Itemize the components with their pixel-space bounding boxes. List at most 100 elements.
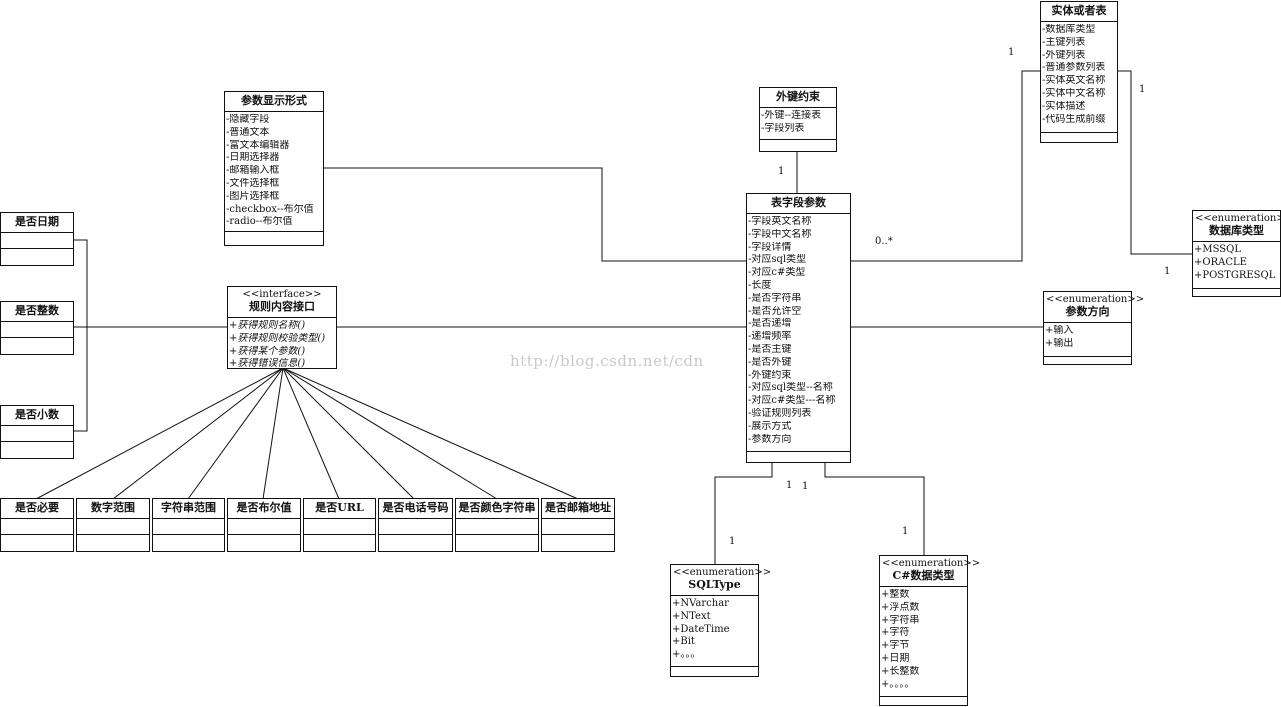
attr-item: -外键约束 bbox=[748, 369, 792, 381]
multiplicity-label: 1 bbox=[778, 166, 785, 177]
attr-item: -是否字符串 bbox=[748, 292, 802, 304]
attr-item: -主键列表 bbox=[1042, 36, 1086, 48]
attr-item: -是否外键 bbox=[748, 356, 792, 368]
attr-list bbox=[1, 322, 73, 338]
attr-item: -对应sql类型 bbox=[748, 254, 807, 266]
class-name: C#数据类型 bbox=[892, 569, 955, 582]
attr-list bbox=[379, 519, 452, 535]
attr-item: -普通参数列表 bbox=[1042, 62, 1106, 74]
class-is-bool: 是否布尔值 bbox=[227, 498, 301, 552]
class-title: <<enumeration>> C#数据类型 bbox=[880, 556, 980, 587]
class-entity-table: 实体或者表 -数据库类型 -主键列表 -外键列表 -普通参数列表 -实体英文名称… bbox=[1040, 1, 1118, 143]
attr-item: +字符 bbox=[881, 627, 910, 639]
attr-list bbox=[77, 519, 149, 535]
class-cs-type: <<enumeration>> C#数据类型 +整数 +浮点数 +字符串 +字符… bbox=[879, 555, 980, 706]
class-is-decimal: 是否小数 bbox=[0, 405, 74, 459]
class-title: 是否整数 bbox=[1, 302, 73, 322]
attr-list bbox=[228, 519, 300, 535]
fan-phone bbox=[282, 367, 415, 500]
class-db-type: <<enumeration>> 数据库类型 +MSSQL +ORACLE +PO… bbox=[1192, 210, 1281, 297]
attr-item: +输出 bbox=[1045, 337, 1074, 349]
attr-item: +。。。。 bbox=[881, 678, 915, 690]
watermark: http://blog.csdn.net/cdn bbox=[510, 352, 704, 370]
class-rule-interface: <<interface>> 规则内容接口 +获得规则名称() +获得规则校验类型… bbox=[227, 286, 337, 369]
attr-item: +MSSQL bbox=[1194, 244, 1241, 255]
attr-item: +POSTGRESQL bbox=[1194, 269, 1276, 281]
class-title: 是否必要 bbox=[1, 499, 73, 519]
class-name: 数据库类型 bbox=[1209, 224, 1264, 237]
multiplicity-label: 0..* bbox=[875, 236, 893, 247]
stereotype: <<enumeration>> bbox=[1195, 213, 1281, 224]
fan-required bbox=[35, 367, 284, 500]
method-item: +获得某个参数() bbox=[229, 345, 306, 357]
attr-item: -是否递增 bbox=[748, 318, 792, 330]
class-is-url: 是否URL bbox=[303, 498, 376, 552]
multiplicity-label: 1 bbox=[902, 526, 909, 537]
attr-item: -实体描述 bbox=[1042, 100, 1086, 112]
attr-item: -radio--布尔值 bbox=[226, 216, 293, 228]
class-title: 是否日期 bbox=[1, 213, 73, 233]
class-sql-type: <<enumeration>> SQLType +NVarchar +NText… bbox=[670, 564, 771, 677]
attr-item: -实体英文名称 bbox=[1042, 75, 1106, 87]
link-date-bracket bbox=[73, 239, 88, 432]
class-title: 是否邮箱地址 bbox=[542, 499, 614, 519]
attr-item: +字符串 bbox=[881, 614, 920, 626]
class-param-direction: <<enumeration>> 参数方向 +输入 +输出 bbox=[1043, 291, 1145, 365]
attr-item: +日期 bbox=[881, 652, 910, 664]
attr-item: +输入 bbox=[1045, 325, 1074, 336]
attr-list: -隐藏字段 -普通文本 -富文本编辑器 -日期选择器 -邮箱输入框 -文件选择框… bbox=[225, 112, 323, 232]
attr-list: +NVarchar +NText +DateTime +Bit +。。。 bbox=[671, 596, 758, 667]
attr-item: -文件选择框 bbox=[226, 177, 280, 189]
attr-item: -递增频率 bbox=[748, 331, 792, 343]
attr-list bbox=[456, 519, 538, 535]
link-field-entity bbox=[850, 70, 1041, 262]
attr-item: -字段详情 bbox=[748, 241, 792, 253]
class-title: 是否URL bbox=[304, 499, 375, 519]
attr-item: -外键列表 bbox=[1042, 49, 1086, 61]
class-is-phone: 是否电话号码 bbox=[378, 498, 453, 552]
attr-list bbox=[304, 519, 375, 535]
fan-numrange bbox=[112, 367, 284, 500]
class-is-integer: 是否整数 bbox=[0, 301, 74, 355]
attr-list: +整数 +浮点数 +字符串 +字符 +字节 +日期 +长整数 +。。。。 bbox=[880, 587, 967, 697]
attr-item: -代码生成前缀 bbox=[1042, 113, 1106, 125]
attr-list: -字段英文名称 -字段中文名称 -字段详情 -对应sql类型 -对应c#类型 -… bbox=[747, 214, 850, 452]
attr-item: +字节 bbox=[881, 640, 910, 652]
multiplicity-label: 1 bbox=[802, 481, 809, 492]
link-display-field bbox=[323, 167, 747, 262]
attr-item: -图片选择框 bbox=[226, 190, 280, 202]
class-title: 是否颜色字符串 bbox=[456, 499, 538, 519]
attr-list bbox=[1, 426, 73, 442]
class-fk-constraint: 外键约束 -外键--连接表 -字段列表 bbox=[759, 87, 837, 152]
class-title: <<interface>> 规则内容接口 bbox=[228, 287, 336, 318]
attr-item: -字段列表 bbox=[761, 122, 805, 134]
class-name: SQLType bbox=[688, 578, 741, 591]
attr-item: +。。。 bbox=[672, 649, 701, 661]
attr-list: +MSSQL +ORACLE +POSTGRESQL bbox=[1193, 242, 1280, 289]
attr-item: -字段中文名称 bbox=[748, 228, 812, 240]
attr-item: -隐藏字段 bbox=[226, 114, 270, 125]
attr-list bbox=[153, 519, 224, 535]
attr-item: -验证规则列表 bbox=[748, 407, 812, 419]
method-item: +获得规则校验类型() bbox=[229, 332, 326, 344]
class-is-color: 是否颜色字符串 bbox=[455, 498, 539, 552]
attr-item: -对应c#类型---名称 bbox=[748, 395, 836, 407]
method-item: +获得错误信息() bbox=[229, 358, 306, 370]
attr-item: -日期选择器 bbox=[226, 152, 280, 164]
attr-item: -对应sql类型--名称 bbox=[748, 382, 833, 394]
attr-list: -数据库类型 -主键列表 -外键列表 -普通参数列表 -实体英文名称 -实体中文… bbox=[1041, 22, 1117, 133]
class-title: <<enumeration>> 数据库类型 bbox=[1193, 211, 1281, 242]
multiplicity-label: 1 bbox=[1164, 266, 1171, 277]
link-field-sql bbox=[714, 463, 773, 565]
class-name: 规则内容接口 bbox=[249, 300, 315, 313]
stereotype: <<enumeration>> bbox=[1046, 294, 1145, 305]
class-str-range: 字符串范围 bbox=[152, 498, 225, 552]
attr-list: -外键--连接表 -字段列表 bbox=[760, 108, 836, 140]
attr-item: -参数方向 bbox=[748, 433, 792, 445]
multiplicity-label: 1 bbox=[786, 480, 793, 491]
attr-item: +Bit bbox=[672, 636, 695, 648]
class-field-param: 表字段参数 -字段英文名称 -字段中文名称 -字段详情 -对应sql类型 -对应… bbox=[746, 193, 851, 463]
class-title: 外键约束 bbox=[760, 88, 836, 108]
class-title: 数字范围 bbox=[77, 499, 149, 519]
